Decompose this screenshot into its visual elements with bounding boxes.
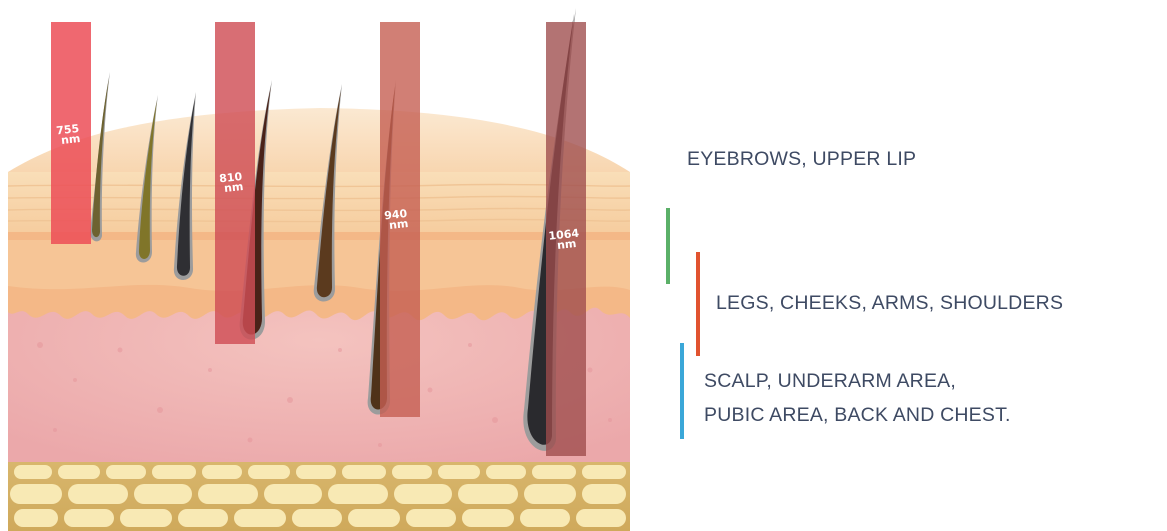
area-label-legs: LEGS, CHEEKS, ARMS, SHOULDERS — [716, 294, 1063, 314]
accent-bar-green — [666, 208, 670, 284]
area-label-scalp-line1: SCALP, UNDERARM AREA, — [704, 372, 956, 392]
area-label-scalp-line2: PUBIC AREA, BACK AND CHEST. — [704, 406, 1011, 426]
skin-cross-section: 755 nm 810 nm 940 nm 1064 nm — [0, 0, 640, 531]
area-label-eyebrows: EYEBROWS, UPPER LIP — [687, 150, 916, 170]
accent-bar-orange — [696, 252, 700, 356]
accent-bar-blue — [680, 343, 684, 439]
